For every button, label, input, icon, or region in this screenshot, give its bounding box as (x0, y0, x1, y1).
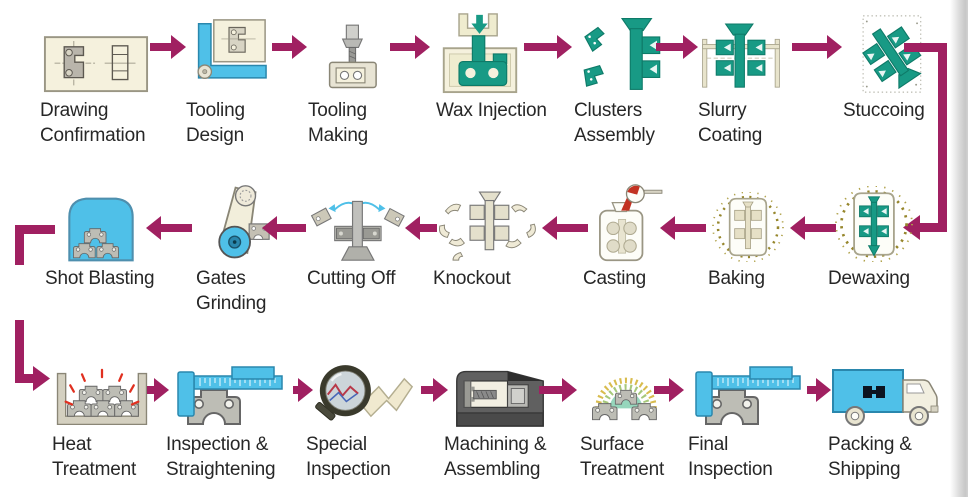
flow-arrow (390, 35, 430, 59)
step-final-inspection: Final Inspection (688, 350, 808, 482)
step-label: Drawing Confirmation (40, 100, 146, 147)
step-label: Stuccoing (843, 100, 925, 121)
step-dewaxing: Dewaxing (828, 184, 920, 291)
step-label: Slurry Coating (698, 100, 763, 147)
step-label: Knockout (433, 268, 511, 289)
step-shot-blasting: Shot Blasting (45, 184, 157, 291)
step-label: Clusters Assembly (574, 100, 655, 147)
final-inspection-icon (688, 350, 808, 428)
step-label: Final Inspection (688, 434, 773, 481)
step-label: Machining & Assembling (444, 434, 547, 481)
baking-icon (708, 184, 788, 262)
wax-injection-icon (436, 12, 560, 94)
heat-treatment-icon (52, 350, 152, 428)
step-label: Surface Treatment (580, 434, 665, 481)
connector-segment (15, 225, 24, 265)
flow-arrow (150, 35, 186, 59)
step-stuccoing: Stuccoing (843, 12, 939, 123)
connector-segment (15, 374, 34, 383)
stuccoing-icon (843, 12, 939, 94)
step-heat-treatment: Heat Treatment (52, 350, 152, 482)
step-knockout: Knockout (433, 184, 543, 291)
step-clusters-assembly: Clusters Assembly (574, 12, 670, 148)
connector-arrowhead (33, 366, 50, 391)
step-label: Wax Injection (436, 100, 547, 121)
step-tooling-making: Tooling Making (308, 12, 394, 148)
step-label: Heat Treatment (52, 434, 137, 481)
step-label: Inspection & Straightening (166, 434, 276, 481)
step-label: Packing & Shipping (828, 434, 912, 481)
inspection-straightening-icon (166, 350, 294, 428)
connector-segment (920, 223, 947, 232)
step-drawing-confirmation: Drawing Confirmation (40, 12, 152, 148)
tooling-making-icon (308, 12, 394, 94)
clusters-assembly-icon (574, 12, 670, 94)
flow-arrow (792, 35, 842, 59)
step-label: Tooling Design (186, 100, 245, 147)
page-edge-shade (950, 0, 968, 497)
step-wax-injection: Wax Injection (436, 12, 558, 123)
step-inspection-straightening: Inspection & Straightening (166, 350, 294, 482)
step-label: Dewaxing (828, 268, 910, 289)
step-label: Gates Grinding (196, 268, 267, 315)
flow-arrow (272, 35, 307, 59)
special-inspection-icon (306, 350, 426, 428)
step-tooling-design: Tooling Design (186, 12, 272, 148)
connector-segment (904, 43, 947, 52)
flow-arrow (542, 216, 588, 240)
connector-segment (15, 225, 55, 234)
knockout-icon (433, 184, 543, 262)
cutting-off-icon (307, 184, 407, 262)
step-label: Baking (708, 268, 765, 289)
step-cutting-off: Cutting Off (307, 184, 407, 291)
drawing-confirmation-icon (40, 12, 152, 94)
step-label: Cutting Off (307, 268, 396, 289)
step-label: Tooling Making (308, 100, 369, 147)
connector-segment (15, 320, 24, 383)
shot-blasting-icon (45, 184, 157, 262)
step-machining-assembling: Machining & Assembling (444, 350, 556, 482)
tooling-design-icon (186, 12, 272, 94)
dewaxing-icon (828, 184, 920, 262)
step-surface-treatment: Surface Treatment (580, 350, 672, 482)
step-special-inspection: Special Inspection (306, 350, 426, 482)
step-casting: Casting (583, 184, 669, 291)
step-slurry-coating: Slurry Coating (698, 12, 784, 148)
step-label: Special Inspection (306, 434, 391, 481)
packing-shipping-icon (828, 350, 954, 428)
step-packing-shipping: Packing & Shipping (828, 350, 954, 482)
step-label: Casting (583, 268, 647, 289)
step-baking: Baking (708, 184, 788, 291)
connector-segment (938, 43, 947, 232)
casting-icon (583, 184, 669, 262)
step-gates-grinding: Gates Grinding (196, 184, 286, 316)
step-label: Shot Blasting (45, 268, 155, 289)
slurry-coating-icon (698, 12, 784, 94)
